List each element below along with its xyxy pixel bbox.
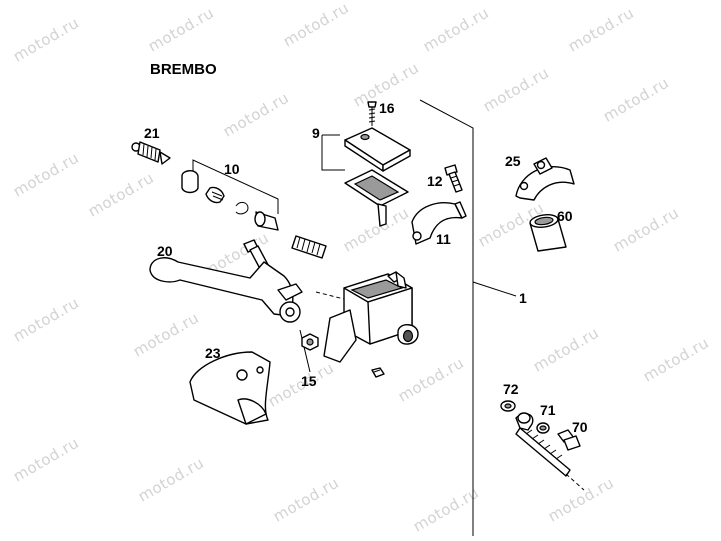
callout-leader-9 bbox=[321, 134, 345, 171]
callout-11: 11 bbox=[436, 231, 451, 247]
clamp-11 bbox=[411, 201, 467, 245]
brand-title: BREMBO bbox=[150, 61, 217, 78]
assembly-bracket-line bbox=[419, 99, 474, 536]
piston-kit-10 bbox=[181, 170, 327, 259]
callout-21: 21 bbox=[144, 125, 160, 141]
reservoir-cap-9 bbox=[344, 127, 411, 172]
callout-60: 60 bbox=[557, 208, 573, 224]
callout-9: 9 bbox=[312, 125, 320, 141]
callout-15: 15 bbox=[301, 373, 317, 389]
callout-1: 1 bbox=[519, 290, 527, 306]
callout-leader-1 bbox=[472, 281, 517, 297]
master-cylinder-body bbox=[323, 271, 419, 363]
callout-leader-15 bbox=[299, 329, 311, 373]
adjuster-screw-21 bbox=[131, 141, 171, 165]
callout-23: 23 bbox=[205, 345, 221, 361]
reservoir-gasket-9 bbox=[344, 169, 409, 227]
bolt-12 bbox=[444, 164, 463, 193]
banjo-hose-assembly bbox=[500, 400, 585, 491]
bushing-60 bbox=[529, 214, 567, 252]
assembly-dash bbox=[315, 291, 349, 301]
callout-20: 20 bbox=[157, 243, 173, 259]
callout-70: 70 bbox=[572, 419, 588, 435]
lever-cover-23 bbox=[189, 351, 271, 425]
callout-10: 10 bbox=[224, 161, 240, 177]
callout-12: 12 bbox=[427, 173, 443, 189]
screw-16 bbox=[367, 101, 377, 126]
clamp-25 bbox=[515, 157, 575, 201]
bleed-screw bbox=[371, 367, 385, 378]
callout-71: 71 bbox=[540, 402, 556, 418]
brake-lever-20 bbox=[149, 257, 303, 323]
nut-15 bbox=[301, 333, 319, 351]
callout-72: 72 bbox=[503, 381, 519, 397]
callout-25: 25 bbox=[505, 153, 521, 169]
callout-16: 16 bbox=[379, 100, 395, 116]
callout-leader-10 bbox=[192, 159, 279, 214]
